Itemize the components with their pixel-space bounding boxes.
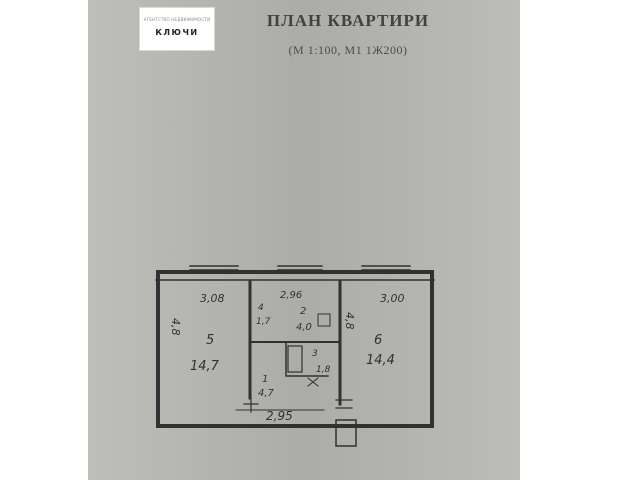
room6-area: 14,4 — [366, 353, 395, 368]
agency-logo: АГЕНТСТВО НЕДВИЖИМОСТИ КЛЮЧИ — [140, 8, 214, 50]
room5-width: 3,08 — [200, 292, 225, 305]
room6-width: 3,00 — [380, 292, 405, 305]
closet-label: 4 — [258, 303, 264, 313]
closet-dimension: 1,7 — [256, 317, 271, 327]
bath-area: 1,8 — [316, 365, 331, 375]
window-left — [189, 265, 239, 271]
room5-depth: 4,8 — [169, 318, 182, 336]
plan-title: ПЛАН КВАРТИРИ — [266, 11, 430, 30]
bathroom-wall — [285, 341, 329, 377]
hall-width: 2,95 — [266, 409, 293, 423]
stove-mark — [317, 313, 331, 327]
kitchen-area: 4,0 — [296, 322, 312, 333]
bath-number: 3 — [312, 349, 318, 359]
logo-name: КЛЮЧИ — [155, 28, 199, 37]
plan-scale: (М 1:100, М1 1Ж200) — [288, 43, 408, 57]
room6-number: 6 — [374, 333, 382, 348]
logo-tagline: АГЕНТСТВО НЕДВИЖИМОСТИ — [143, 17, 211, 22]
door-mark-right — [335, 399, 353, 409]
entrance-door — [335, 419, 357, 447]
cross-mark — [307, 377, 319, 387]
kitchen-width: 2,96 — [280, 290, 302, 301]
window-middle — [277, 265, 323, 271]
window-right — [361, 265, 411, 271]
room5-number: 5 — [206, 333, 214, 348]
outer-wall — [156, 270, 434, 428]
hall-number: 1 — [262, 374, 268, 385]
kitchen-number: 2 — [300, 306, 306, 317]
hall-area: 4,7 — [258, 388, 275, 399]
bathtub — [287, 345, 303, 373]
room5-area: 14,7 — [190, 359, 220, 374]
room6-depth: 4,8 — [343, 312, 356, 330]
